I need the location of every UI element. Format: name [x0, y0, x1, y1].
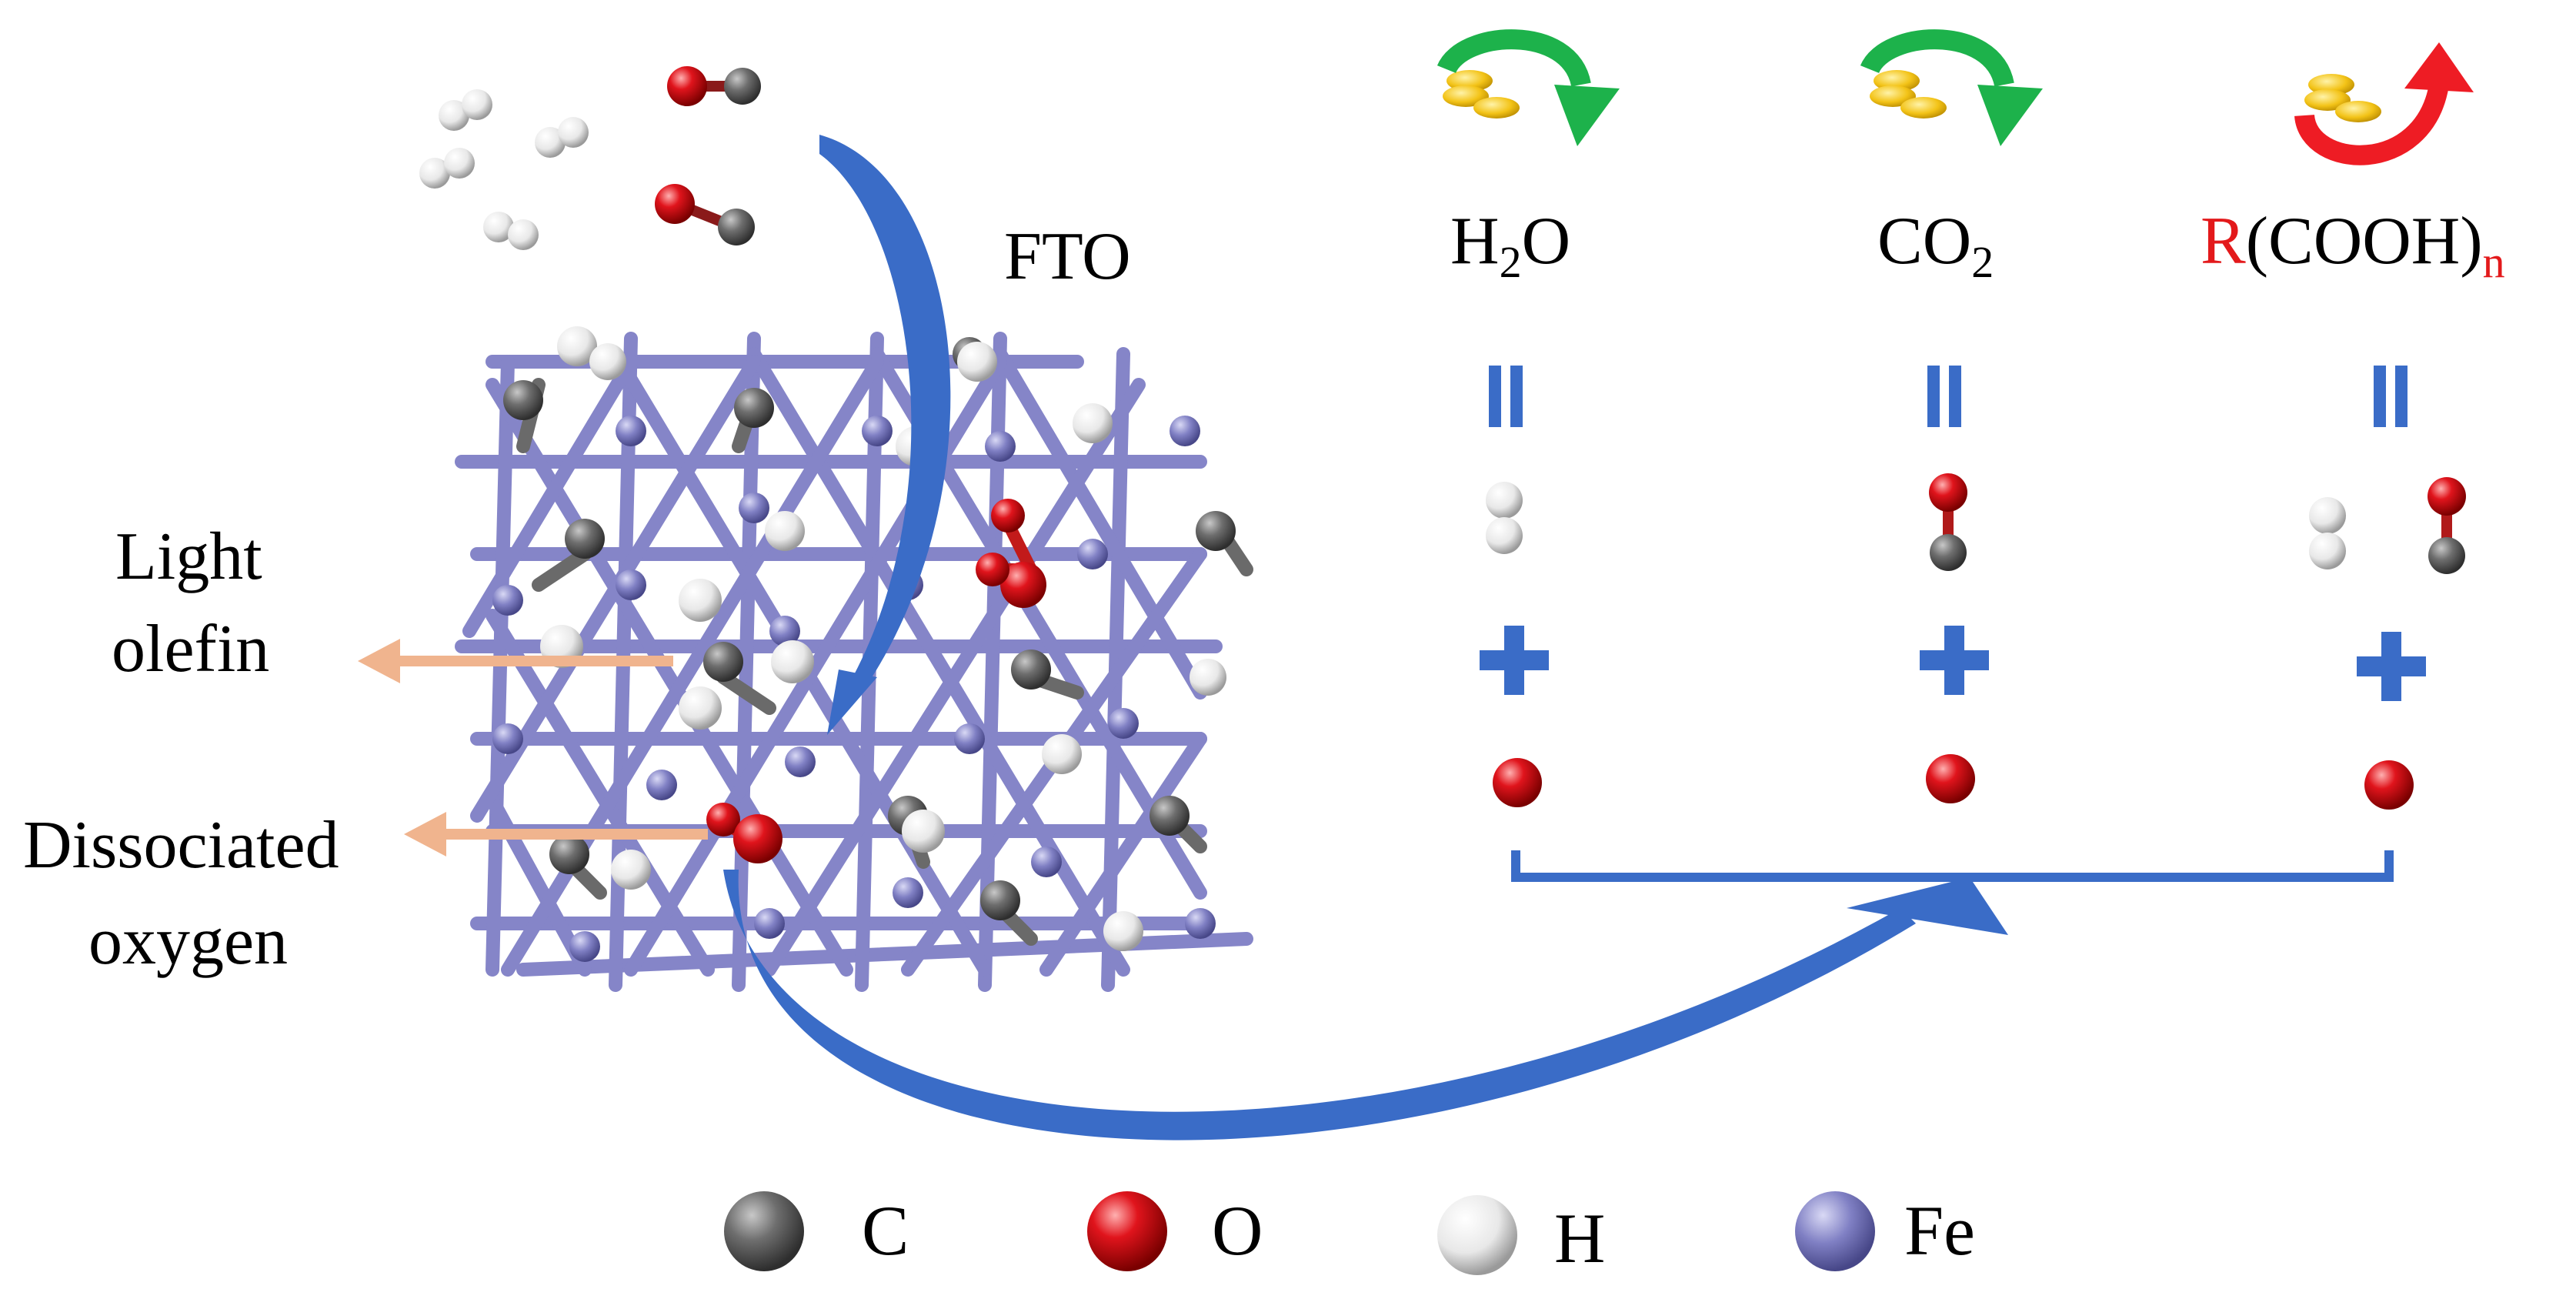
oxygen-removal-arrowhead	[1847, 877, 2008, 935]
surface-oxygen	[706, 499, 1046, 863]
light-olefin-label-line2: olefin	[112, 612, 270, 686]
legend-sphere-fe	[1795, 1191, 1875, 1271]
formula-co2: CO2	[1877, 204, 1994, 287]
column-molecules	[1486, 473, 2466, 574]
dissociated-oxygen-label-line2: oxygen	[88, 904, 289, 979]
legend-sphere-c	[724, 1191, 804, 1271]
product-arrows	[358, 639, 708, 857]
legend-label-fe: Fe	[1904, 1191, 1975, 1270]
legend-sphere-h	[1437, 1195, 1517, 1275]
gas-molecules	[419, 66, 761, 250]
fto-label: FTO	[1004, 219, 1131, 294]
reactant-flow-arrow	[819, 135, 951, 693]
reactant-flow-arrowhead	[827, 670, 877, 735]
legend-label-o: O	[1212, 1191, 1263, 1270]
oxygen-bracket	[1511, 850, 2394, 882]
fe-atoms	[492, 416, 1216, 962]
formula-carboxylic-acid: R(COOH)n	[2201, 204, 2505, 287]
column-oxygen-atoms	[1493, 754, 2414, 810]
formula-water: H2O	[1450, 204, 1571, 287]
legend-label-c: C	[862, 1191, 909, 1270]
legend-spheres	[724, 1191, 1875, 1275]
cost-icon-2	[1860, 29, 2043, 146]
equals-signs	[1489, 366, 2407, 427]
dissociated-oxygen-label-line1: Dissociated	[23, 808, 339, 883]
legend-sphere-o	[1087, 1191, 1167, 1271]
light-olefin-label-line1: Light	[115, 519, 262, 594]
cost-icon-1	[1436, 29, 1620, 146]
legend-label-h: H	[1554, 1199, 1606, 1277]
oxygen-removal-arrow	[723, 870, 1916, 1140]
cost-icon-3	[2294, 42, 2474, 165]
plus-signs	[1480, 626, 2426, 701]
